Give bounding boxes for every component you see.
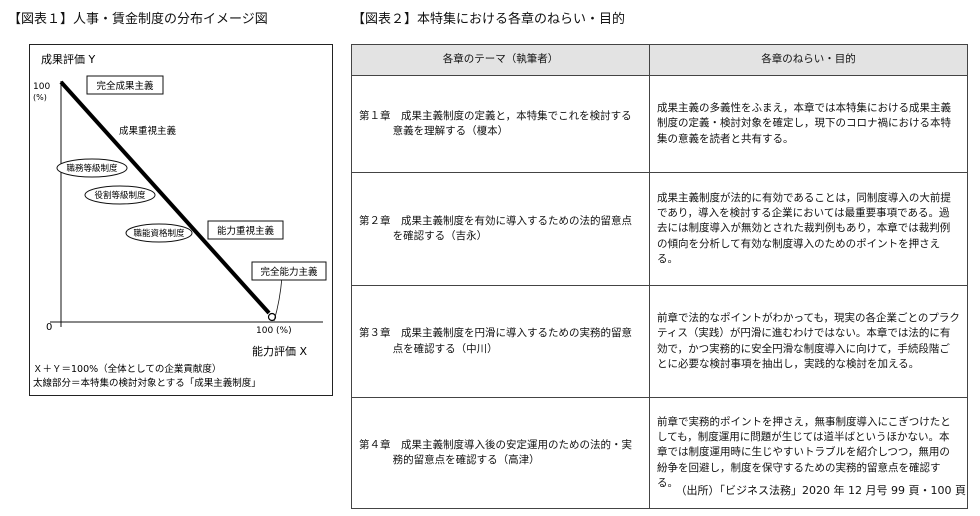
chapter-theme-cell: 第４章 成果主義制度導入後の安定運用のための法的・実務的留意点を確認する（高津） <box>351 397 650 509</box>
distribution-diagram-svg: 成果評価 Y 100 (%) 0 100 (%) 能力評価 X 完全成果主義 成… <box>33 52 327 389</box>
chapter-theme: 第４章 成果主義制度導入後の安定運用のための法的・実務的留意点を確認する（高津） <box>359 438 632 466</box>
chapter-theme-cell: 第３章 成果主義制度を円滑に導入するための実務的留意点を確認する（中川） <box>351 285 650 398</box>
y-axis-label: 成果評価 Y <box>41 52 95 66</box>
ability-weighted-label: 能力重視主義 <box>217 225 275 237</box>
origin-label: 0 <box>46 322 52 333</box>
full-performance-label: 完全成果主義 <box>96 80 154 92</box>
header-aim: 各章のねらい・目的 <box>649 44 968 76</box>
job-grade-label: 職務等級制度 <box>66 163 118 174</box>
table-row: 第２章 成果主義制度を有効に導入するための法的留意点を確認する（吉永） 成果主義… <box>351 172 968 286</box>
distribution-diagram: 成果評価 Y 100 (%) 0 100 (%) 能力評価 X 完全成果主義 成… <box>29 44 333 396</box>
chapter-theme: 第１章 成果主義制度の定義と，本特集でこれを検討する意義を理解する（榎本） <box>359 109 632 137</box>
skill-qualification-label: 職能資格制度 <box>133 228 185 239</box>
chapter-theme-cell: 第１章 成果主義制度の定義と，本特集でこれを検討する意義を理解する（榎本） <box>351 75 650 173</box>
skill-qualification-ellipse <box>125 223 193 243</box>
performance-system-line <box>59 80 271 315</box>
table-row: 第４章 成果主義制度導入後の安定運用のための法的・実務的留意点を確認する（高津）… <box>351 397 968 509</box>
chapter-aim: 前章で法的なポイントがわかっても，現実の各企業ごとのプラクティス（実践）が円滑に… <box>657 312 960 370</box>
note-2: 太線部分＝本特集の検討対象とする「成果主義制度」 <box>33 377 261 389</box>
chapter-aim-cell: 成果主義の多義性をふまえ，本章では本特集における成果主義制度の定義・検討対象を確… <box>649 75 968 173</box>
figure1-title: 【図表１】人事・賃金制度の分布イメージ図 <box>8 12 268 27</box>
note-1: Ｘ＋Ｙ＝100%（全体としての企業貢献度） <box>33 363 221 375</box>
full-performance-box <box>86 75 164 95</box>
source-citation: （出所）「ビジネス法務」2020 年 12 月号 99 頁・100 頁 <box>675 484 966 497</box>
chapter-aim-cell: 前章で実務的ポイントを押さえ，無事制度導入にこぎつけたとしても，制度運用に問題が… <box>649 397 968 509</box>
x-max-label: 100 (%) <box>256 326 292 336</box>
ability-weighted-box <box>207 220 284 240</box>
performance-weighted-label: 成果重視主義 <box>119 125 177 137</box>
figure2-title: 【図表２】本特集における各章のねらい・目的 <box>352 12 626 27</box>
y-max-label: 100 <box>33 82 50 92</box>
chapter-aims-table: 各章のテーマ（執筆者） 各章のねらい・目的 第１章 成果主義制度の定義と，本特集… <box>351 44 968 509</box>
full-ability-leader-line <box>273 276 283 322</box>
y-unit-label: (%) <box>33 93 47 102</box>
table-row: 第３章 成果主義制度を円滑に導入するための実務的留意点を確認する（中川） 前章で… <box>351 285 968 398</box>
table-row: 第１章 成果主義制度の定義と，本特集でこれを検討する意義を理解する（榎本） 成果… <box>351 75 968 173</box>
chapter-aim: 前章で実務的ポイントを押さえ，無事制度導入にこぎつけたとしても，制度運用に問題が… <box>657 415 951 489</box>
chapter-aim: 成果主義の多義性をふまえ，本章では本特集における成果主義制度の定義・検討対象を確… <box>657 102 951 145</box>
table-header-row: 各章のテーマ（執筆者） 各章のねらい・目的 <box>351 44 968 76</box>
role-grade-label: 役割等級制度 <box>94 190 146 201</box>
header-theme: 各章のテーマ（執筆者） <box>351 44 650 76</box>
chapter-aim-cell: 成果主義制度が法的に有効であることは，同制度導入の大前提であり，導入を検討する企… <box>649 172 968 286</box>
full-ability-box <box>251 261 327 281</box>
full-ability-label: 完全能力主義 <box>260 266 318 278</box>
job-grade-ellipse <box>56 158 128 178</box>
chapter-theme: 第３章 成果主義制度を円滑に導入するための実務的留意点を確認する（中川） <box>359 327 632 355</box>
chapter-aim: 成果主義制度が法的に有効であることは，同制度導入の大前提であり，導入を検討する企… <box>657 191 951 265</box>
chapter-theme-cell: 第２章 成果主義制度を有効に導入するための法的留意点を確認する（吉永） <box>351 172 650 286</box>
chapter-aim-cell: 前章で法的なポイントがわかっても，現実の各企業ごとのプラクティス（実践）が円滑に… <box>649 285 968 398</box>
role-grade-ellipse <box>84 185 156 205</box>
x-axis-label: 能力評価 X <box>252 344 307 358</box>
chapter-theme: 第２章 成果主義制度を有効に導入するための法的留意点を確認する（吉永） <box>359 214 632 242</box>
